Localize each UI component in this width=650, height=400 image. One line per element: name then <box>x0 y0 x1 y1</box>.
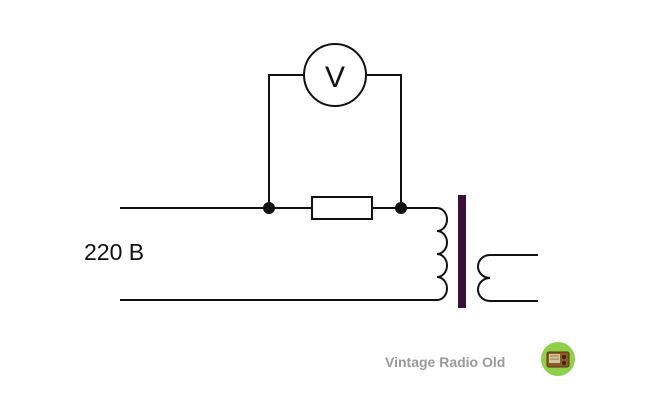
vintage-radio-icon <box>541 342 575 376</box>
supply-voltage-label: 220 B <box>84 239 145 265</box>
primary-coil <box>436 207 448 301</box>
voltmeter-left-lead <box>268 74 304 208</box>
resistor-symbol <box>311 196 373 220</box>
junction-dot-left <box>263 202 275 214</box>
watermark-text: Vintage Radio Old <box>385 354 506 370</box>
junction-dot-right <box>395 202 407 214</box>
voltmeter-letter: V <box>325 61 345 94</box>
transformer-core <box>458 195 466 308</box>
voltmeter-right-lead <box>366 74 402 208</box>
secondary-coil <box>477 254 538 302</box>
voltmeter-symbol <box>303 43 367 107</box>
